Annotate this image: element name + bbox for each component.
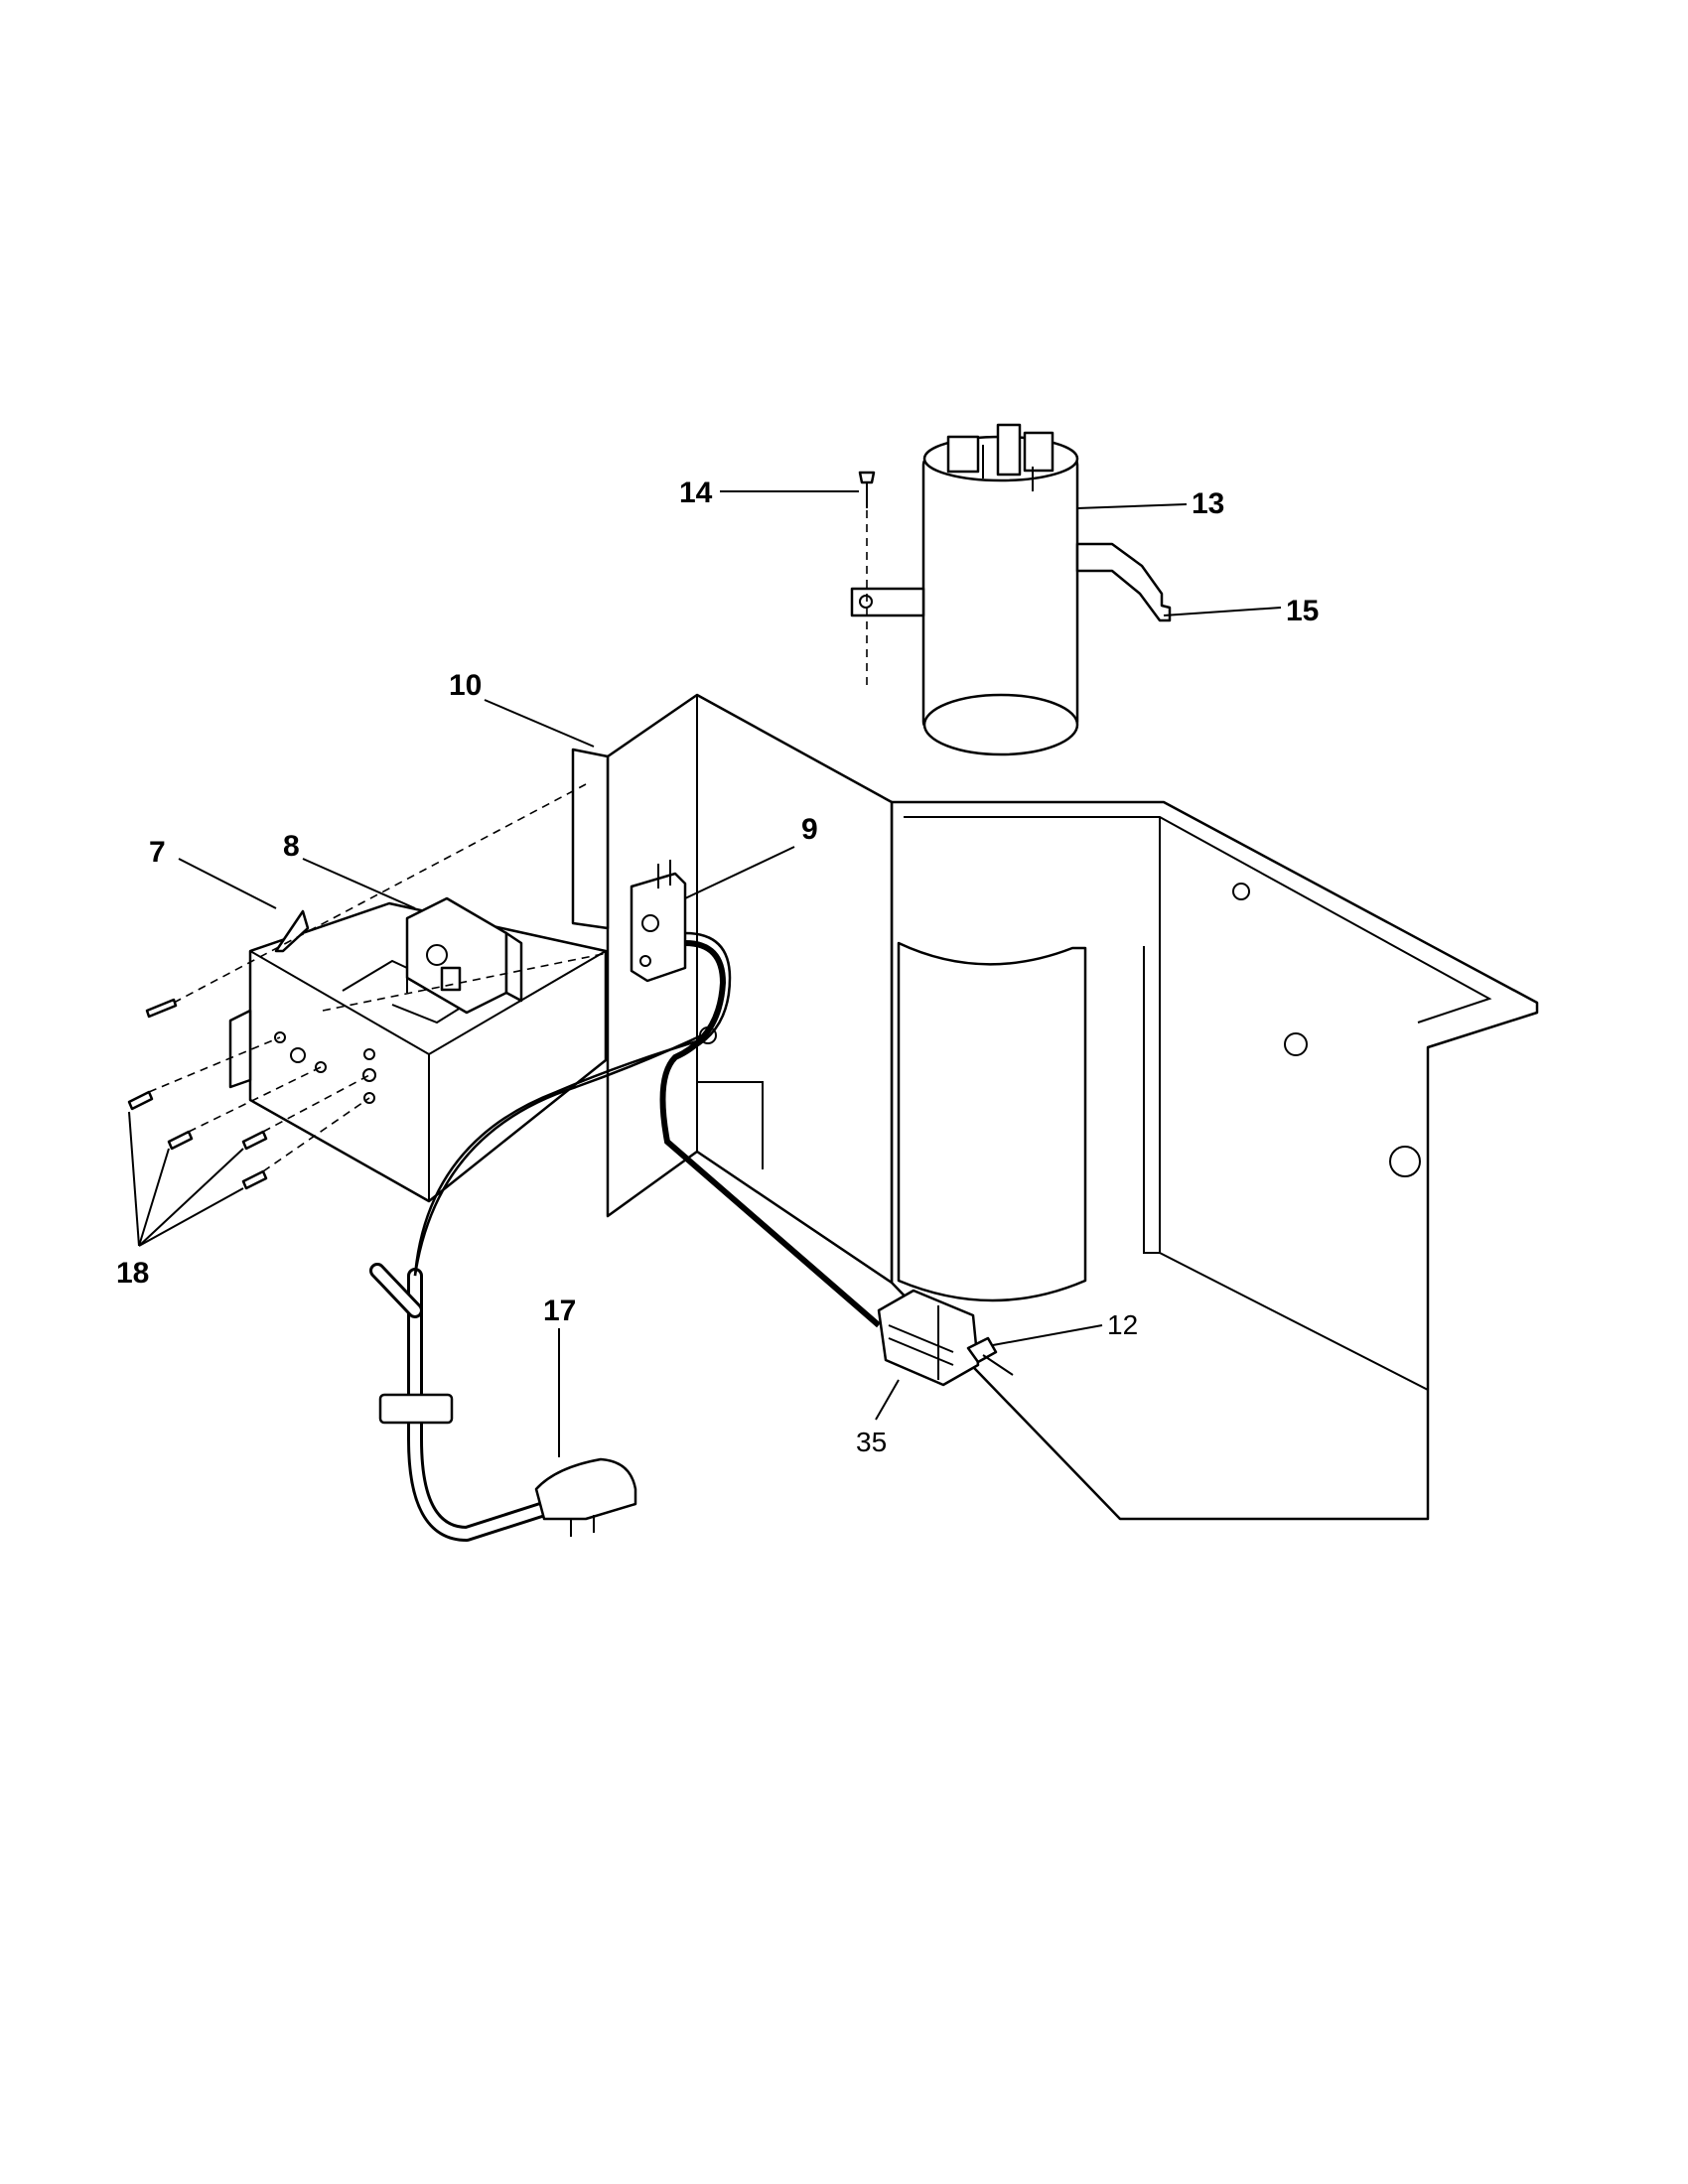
wire-harness [659, 931, 881, 1328]
power-cord-17 [369, 1026, 717, 1542]
callout-13: 13 [1192, 487, 1224, 520]
callout-9: 9 [801, 813, 818, 846]
callout-15: 15 [1286, 595, 1319, 627]
screw-14 [858, 471, 876, 685]
callout-7: 7 [149, 836, 166, 869]
callout-12: 12 [1107, 1309, 1138, 1340]
callout-8: 8 [283, 830, 300, 863]
callout-14: 14 [679, 477, 713, 509]
timer-switch-8 [405, 896, 523, 1015]
assembly-dash-lines [148, 783, 609, 1172]
clamp-strap-15 [850, 542, 1172, 622]
screws-18 [127, 998, 268, 1190]
clip-12 [966, 1336, 1014, 1376]
callout-10: 10 [449, 669, 482, 702]
callout-35: 35 [856, 1427, 887, 1457]
capacitor-13 [921, 423, 1079, 756]
sensor-35 [877, 1289, 980, 1387]
housing-panel [571, 693, 1539, 1521]
callout-18: 18 [116, 1257, 149, 1290]
callout-17: 17 [543, 1295, 576, 1327]
switch-9 [630, 860, 687, 983]
leader-lines [128, 490, 1282, 1457]
